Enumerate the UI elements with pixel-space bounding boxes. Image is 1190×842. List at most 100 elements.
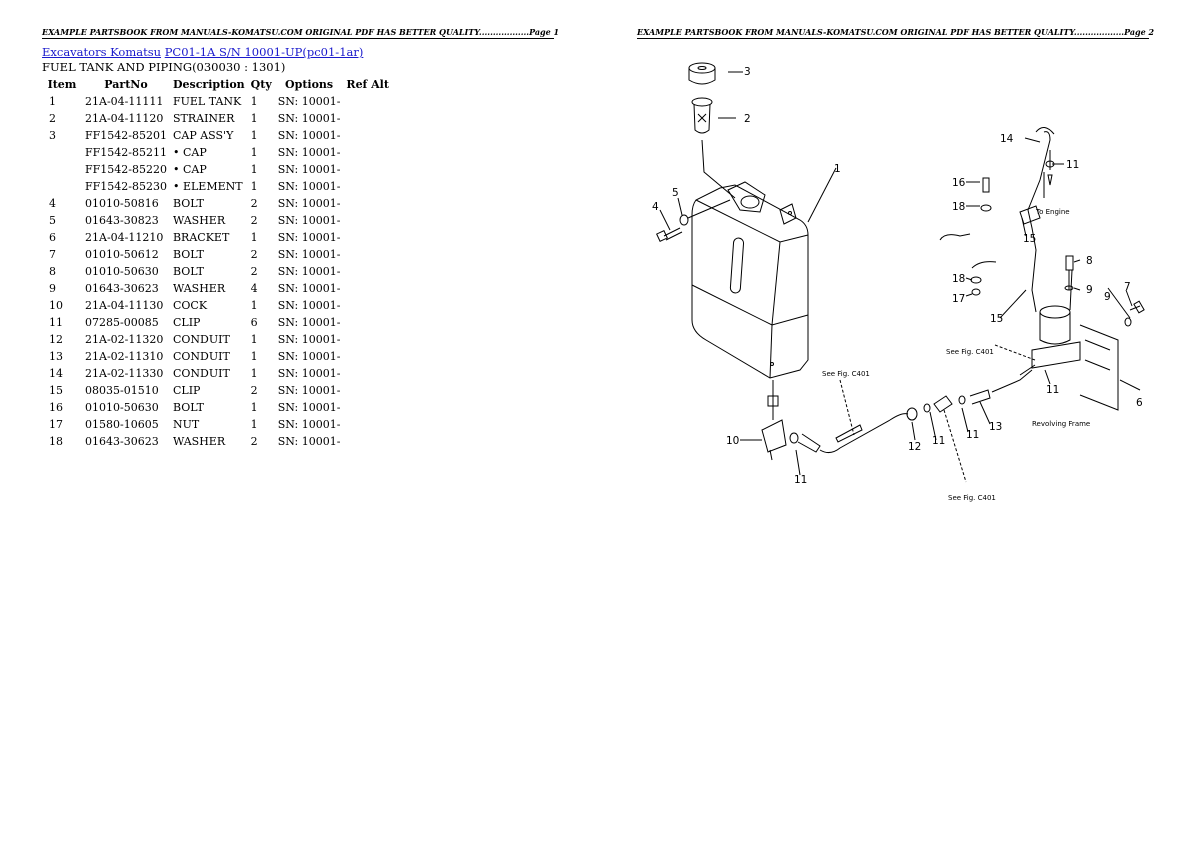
cell-item: 16 <box>49 401 63 414</box>
cell-qty: 2 <box>250 435 258 448</box>
breadcrumb-link-category[interactable]: Excavators Komatsu <box>42 45 162 59</box>
cell-description: STRAINER <box>172 112 235 125</box>
cell-ref-alt <box>343 314 392 331</box>
cell-qty: 1 <box>250 299 258 312</box>
cell-description: WASHER <box>172 282 226 295</box>
cell-options: SN: 10001- <box>277 333 341 346</box>
cell-item: 7 <box>49 248 56 261</box>
cell-item: 15 <box>49 384 63 397</box>
cell-qty: 1 <box>250 333 258 346</box>
cell-partno: 08035-01510 <box>85 384 159 397</box>
callout-16: 16 <box>952 177 966 189</box>
cell-qty: 1 <box>250 401 258 414</box>
cell-ref-alt <box>343 195 392 212</box>
see-fig-note-top: See Fig. C401 <box>822 370 870 378</box>
breadcrumb: Excavators Komatsu PC01-1A S/N 10001-UP(… <box>42 45 363 59</box>
cell-qty: 1 <box>250 95 258 108</box>
cell-options: SN: 10001- <box>277 384 341 397</box>
cell-description: BRACKET <box>172 231 230 244</box>
cell-qty: 1 <box>250 112 258 125</box>
cell-ref-alt <box>343 229 392 246</box>
see-fig-note-bottom: See Fig. C401 <box>948 494 996 502</box>
cell-qty: 1 <box>250 180 258 193</box>
cell-description: BOLT <box>172 265 205 278</box>
to-engine-note: To Engine <box>1035 208 1070 216</box>
fitting-drawing <box>906 369 1033 421</box>
cell-ref-alt <box>343 212 392 229</box>
cell-options: SN: 10001- <box>277 129 341 142</box>
callout-11: 11 <box>932 435 945 447</box>
cell-qty: 1 <box>250 418 258 431</box>
cell-options: SN: 10001- <box>277 367 341 380</box>
callout-11: 11 <box>794 474 807 486</box>
cell-partno: 21A-04-11111 <box>85 95 164 108</box>
cell-qty: 1 <box>250 367 258 380</box>
cell-qty: 1 <box>250 350 258 363</box>
cell-partno: 21A-02-11330 <box>85 367 164 380</box>
cell-description: BOLT <box>172 197 205 210</box>
cell-ref-alt <box>343 348 392 365</box>
cell-partno: 01643-30823 <box>85 214 159 227</box>
cell-options: SN: 10001- <box>277 401 341 414</box>
callout-1: 1 <box>834 163 841 175</box>
revolving-frame-note: Revolving Frame <box>1032 420 1090 428</box>
callout-10: 10 <box>726 435 739 447</box>
cell-ref-alt <box>343 110 392 127</box>
cell-description: CAP ASS'Y <box>172 129 234 142</box>
cell-options: SN: 10001- <box>277 265 341 278</box>
cell-item: 13 <box>49 350 63 363</box>
cell-item <box>42 161 82 178</box>
cell-partno: 07285-00085 <box>85 316 159 329</box>
callout-5: 5 <box>672 187 679 199</box>
breadcrumb-link-model[interactable]: PC01-1A S/N 10001-UP(pc01-1ar) <box>164 45 364 59</box>
leader-lines <box>659 71 1141 476</box>
cell-item: 5 <box>49 214 56 227</box>
cell-description: CLIP <box>172 384 201 397</box>
cell-item: 17 <box>49 418 63 431</box>
cell-qty: 1 <box>250 231 258 244</box>
cell-ref-alt <box>343 433 392 450</box>
cell-partno: FF1542-85201 <box>85 129 167 142</box>
cell-partno: 21A-02-11310 <box>85 350 164 363</box>
cell-partno: 01643-30623 <box>85 435 159 448</box>
table-header-row: Item PartNo Description Qty Options Ref … <box>42 76 392 93</box>
cell-ref-alt <box>343 93 392 110</box>
fuel-tank-drawing <box>691 181 809 379</box>
cell-options: SN: 10001- <box>277 418 341 431</box>
callout-18: 18 <box>952 201 965 213</box>
cell-options: SN: 10001- <box>277 197 341 210</box>
cell-description: NUT <box>172 418 200 431</box>
cell-description: WASHER <box>172 214 226 227</box>
column-header-item: Item <box>47 78 77 91</box>
callout-11: 11 <box>1066 159 1079 171</box>
cell-description: COCK <box>172 299 208 312</box>
cell-partno: 01010-50816 <box>85 197 159 210</box>
cell-partno: FF1542-85230 <box>85 180 167 193</box>
cell-item: 4 <box>49 197 56 210</box>
callout-11: 11 <box>1046 384 1059 396</box>
cell-ref-alt <box>343 280 392 297</box>
cell-description: CONDUIT <box>172 333 230 346</box>
page-title: FUEL TANK AND PIPING(030030 : 1301) <box>42 60 286 74</box>
callout-2: 2 <box>744 113 751 125</box>
cell-ref-alt <box>343 416 392 433</box>
cell-options: SN: 10001- <box>277 282 341 295</box>
cell-description: FUEL TANK <box>172 95 242 108</box>
cell-description: WASHER <box>172 435 226 448</box>
cell-qty: 2 <box>250 248 258 261</box>
cell-description: CONDUIT <box>172 367 230 380</box>
cell-description: BOLT <box>172 248 205 261</box>
column-header-options: Options <box>285 78 334 91</box>
cell-qty: 4 <box>250 282 258 295</box>
cell-item: 8 <box>49 265 56 278</box>
